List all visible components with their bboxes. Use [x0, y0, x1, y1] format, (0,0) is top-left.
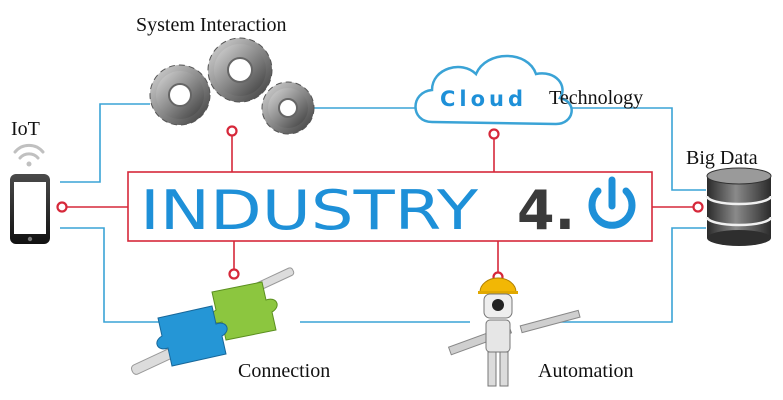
label-automation: Automation	[538, 360, 634, 382]
connector-nodes	[56, 125, 704, 283]
gears-icon	[149, 37, 315, 135]
core-box: INDUSTRY 4.	[127, 171, 653, 242]
puzzle-icon	[156, 281, 278, 367]
label-cloud: Cloud	[440, 87, 527, 111]
node-iot	[56, 201, 68, 213]
database-icon	[705, 167, 773, 246]
node-bigdata	[692, 201, 704, 213]
power-icon	[588, 176, 636, 229]
node-gears	[226, 125, 238, 137]
core-title: INDUSTRY	[140, 179, 479, 242]
wifi-icon	[13, 143, 45, 167]
label-big-data: Big Data	[686, 147, 758, 169]
line-iot-to-connection	[60, 227, 160, 323]
robot-icon	[447, 277, 581, 387]
label-technology: Technology	[549, 87, 643, 109]
core-connectors	[62, 133, 700, 275]
node-connection	[228, 268, 240, 280]
cloud-icon	[414, 54, 573, 126]
label-iot: IoT	[11, 118, 40, 140]
network-lines	[60, 103, 706, 323]
label-connection: Connection	[238, 360, 330, 382]
core-version: 4.	[517, 179, 575, 242]
label-system-interaction: System Interaction	[136, 14, 287, 36]
line-cloud-to-bigdata	[565, 107, 706, 191]
line-automation-to-bigdata	[555, 227, 706, 323]
line-iot-to-gears	[60, 103, 150, 183]
smartphone-icon	[10, 174, 50, 244]
node-cloud	[488, 128, 500, 140]
